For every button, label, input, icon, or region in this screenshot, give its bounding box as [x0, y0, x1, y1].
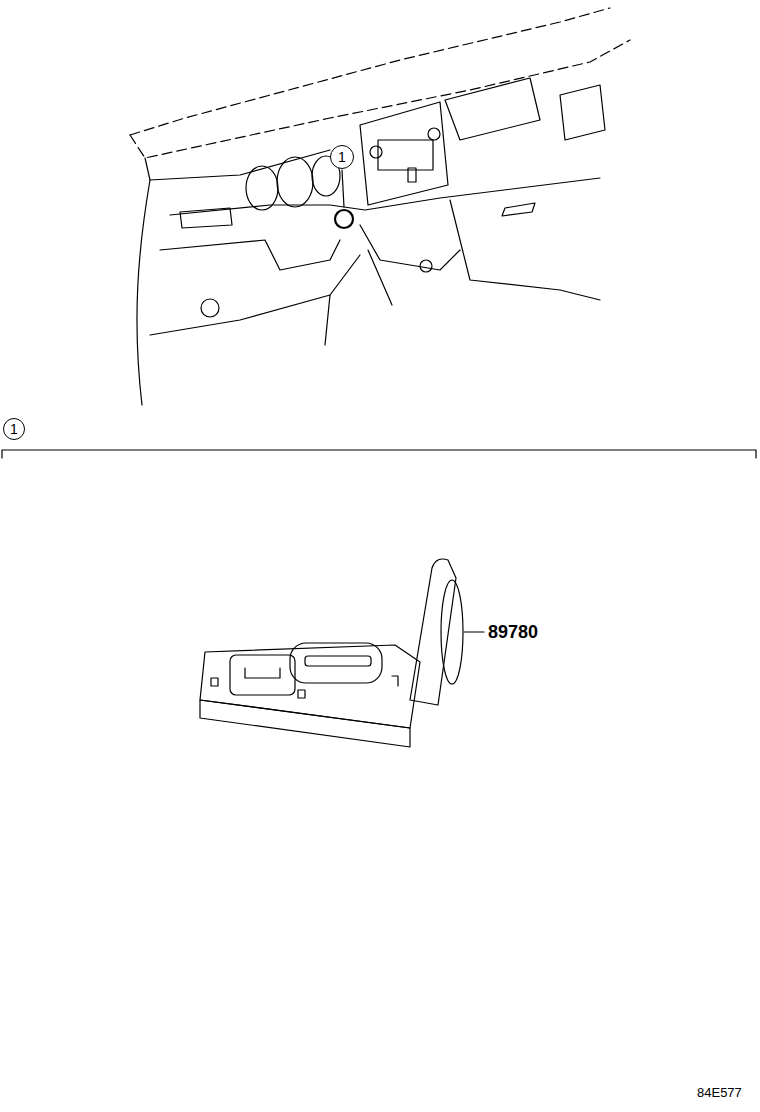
callout-circle: 1: [330, 145, 354, 169]
callout-circle: 1: [3, 418, 25, 440]
gauge: [246, 166, 278, 210]
dash-lower-edge: [170, 178, 600, 215]
glovebox-handle: [502, 203, 535, 216]
callout-number: 1: [10, 422, 18, 436]
switch: [408, 168, 416, 182]
steering-column: [368, 250, 392, 305]
clip: [211, 678, 218, 686]
clip: [392, 676, 398, 686]
connector: [290, 643, 382, 683]
part-disc: [441, 580, 463, 684]
dash-lower-panel: [160, 240, 340, 270]
center-stack: [360, 102, 448, 205]
dash-lower-panel: [150, 255, 360, 335]
section-bracket: [2, 450, 756, 458]
knob: [428, 128, 440, 140]
figure-code: 84E577: [697, 1086, 742, 1099]
center-display: [378, 140, 433, 170]
leader-line: [342, 170, 344, 207]
dash-outline: [130, 8, 610, 135]
leader-line: [464, 631, 484, 632]
part-body: [200, 645, 420, 728]
glovebox: [450, 200, 600, 300]
part-body: [200, 700, 410, 747]
connector-slot: [245, 668, 280, 678]
steering-column: [325, 295, 330, 345]
knob: [370, 146, 382, 158]
vent: [445, 78, 540, 140]
vent: [560, 85, 605, 140]
location-mark: [335, 210, 353, 228]
connector-slot: [305, 656, 371, 666]
console: [360, 225, 460, 270]
clip: [298, 690, 305, 698]
connector: [230, 655, 295, 695]
gauge: [277, 157, 313, 207]
a-pillar: [137, 180, 150, 405]
knob: [420, 260, 432, 272]
dash-outline: [145, 150, 330, 180]
switch: [201, 299, 219, 317]
vent: [180, 208, 232, 228]
callout-number: 1: [338, 150, 346, 164]
part-number: 89780: [488, 623, 538, 641]
